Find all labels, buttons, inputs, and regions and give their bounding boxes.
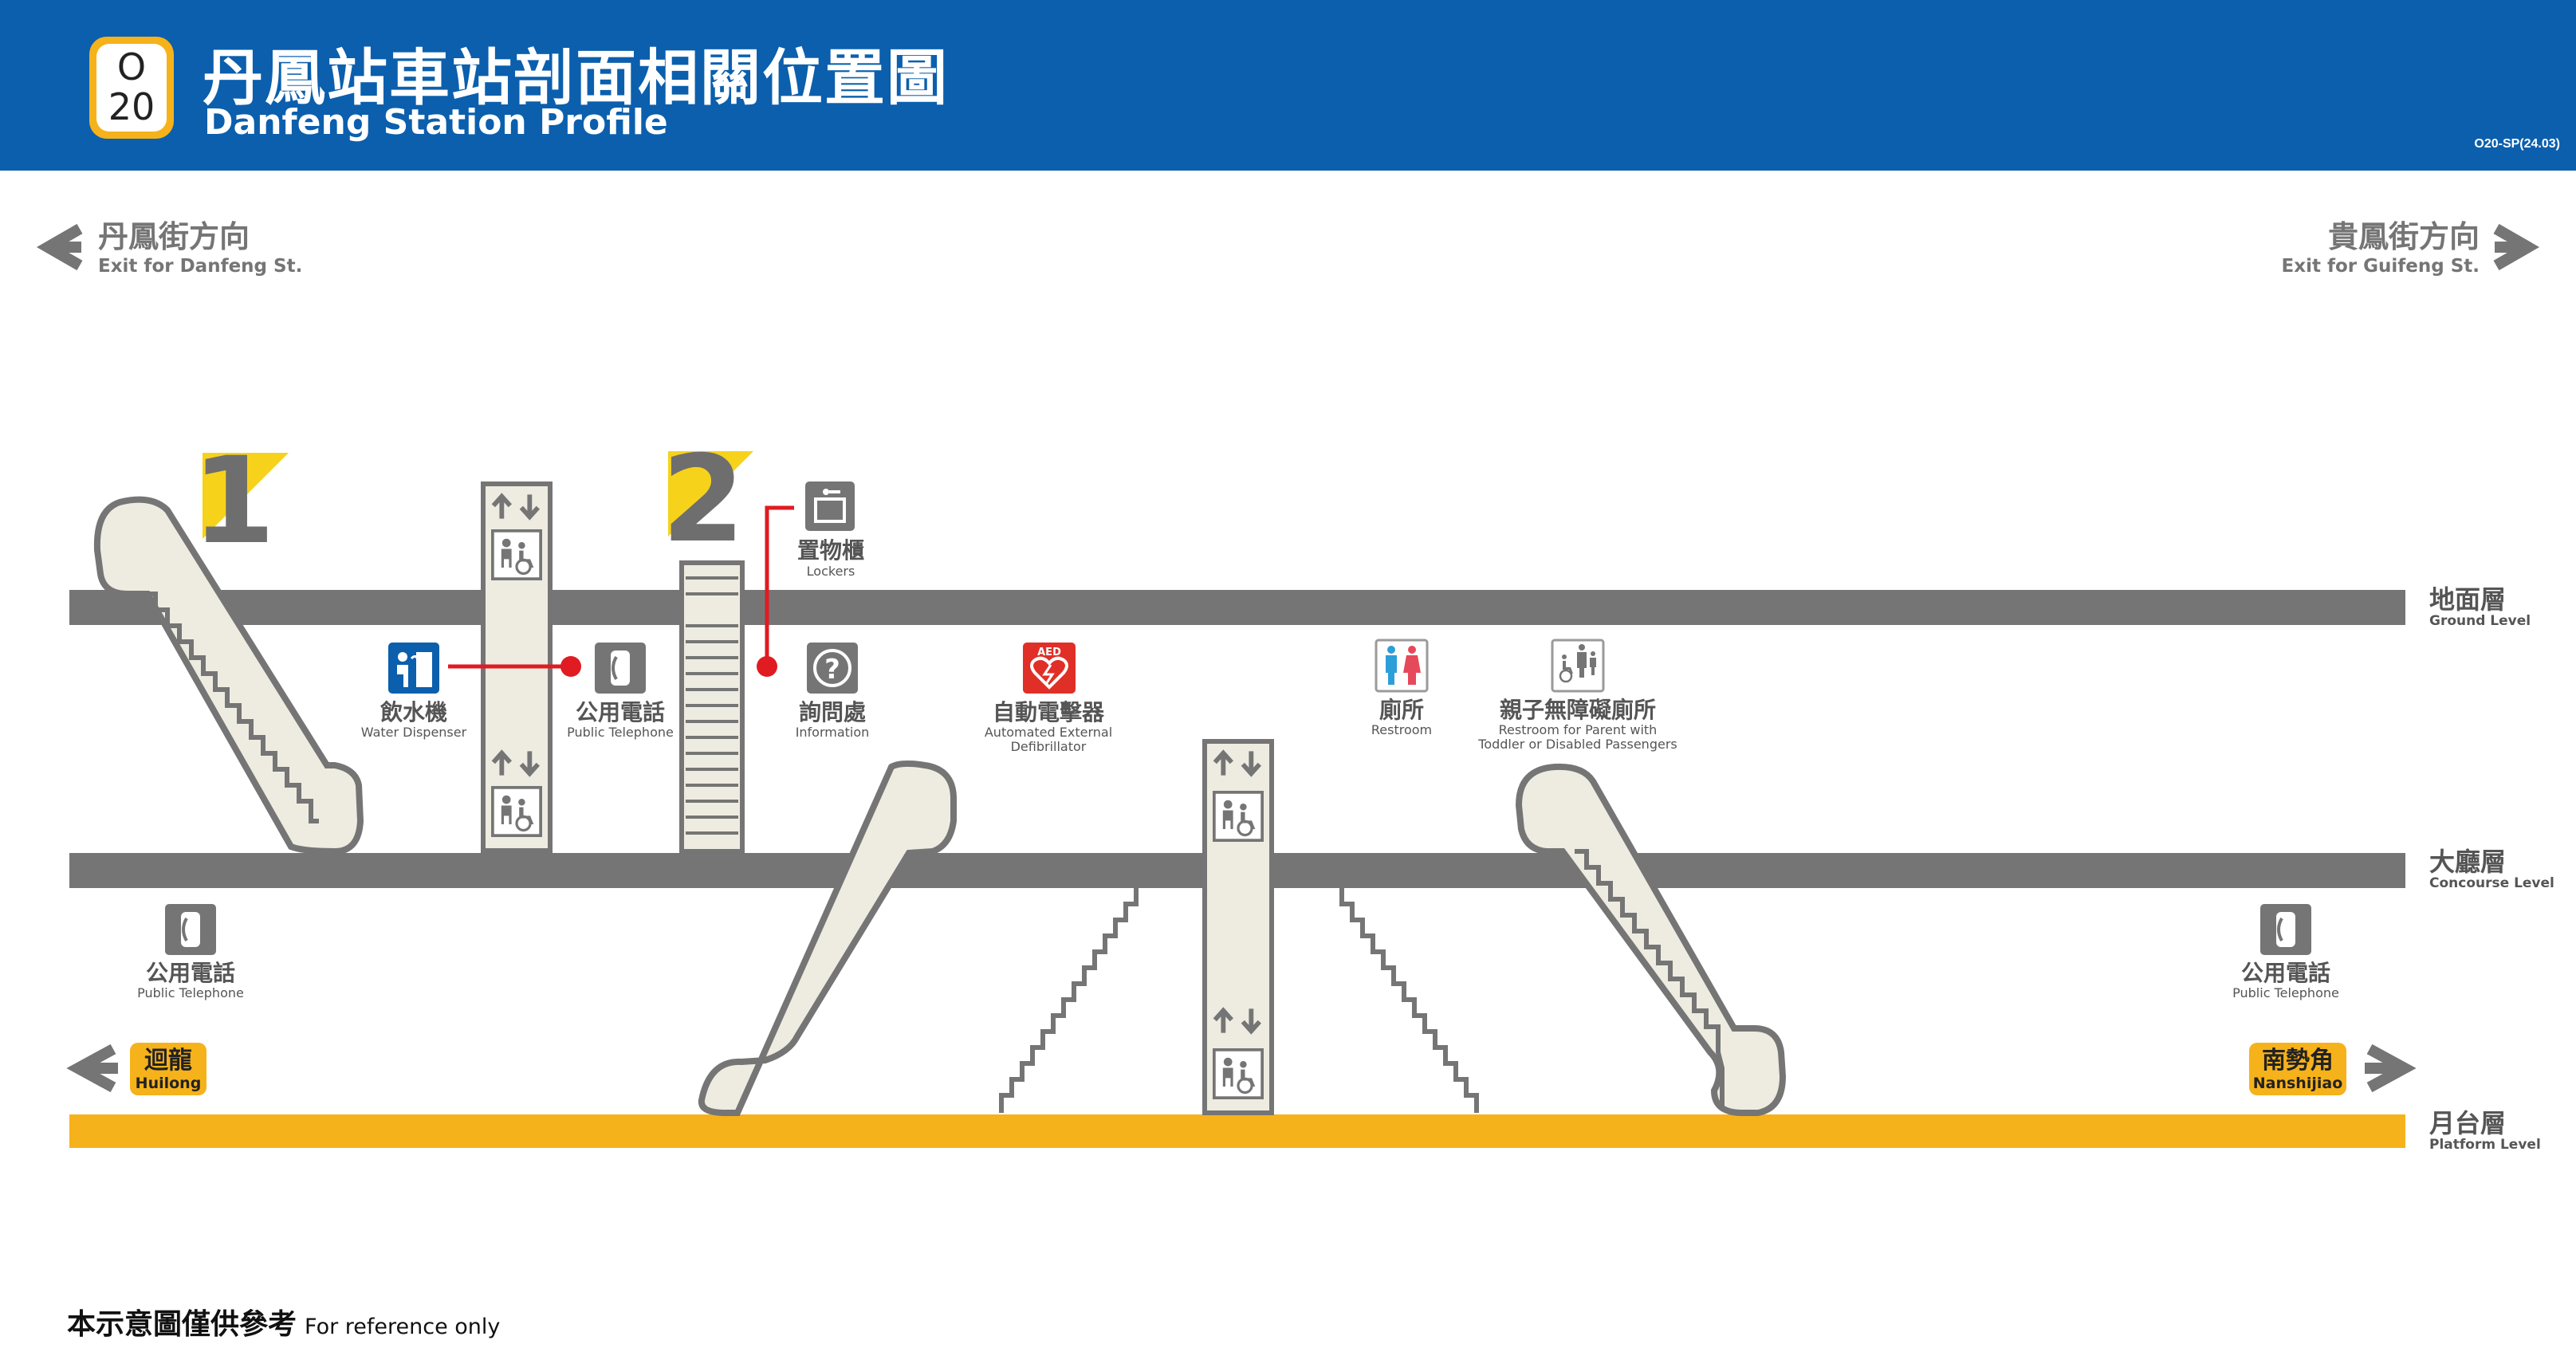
aed-label-en-2: Defibrillator — [1011, 739, 1087, 754]
aed-label-en-1: Automated External — [985, 725, 1112, 740]
phone-label-zh: 公用電話 — [576, 699, 665, 725]
info-label-zh: 詢問處 — [799, 699, 866, 725]
phone-left-label-zh: 公用電話 — [146, 960, 235, 986]
exit-left-en: Exit for Danfeng St. — [98, 256, 302, 277]
document-code: O20-SP(24.03) — [2474, 137, 2560, 151]
line-badge-letter: O — [116, 45, 147, 88]
lockers-location-dot — [757, 656, 777, 677]
information-icon: ? — [807, 643, 858, 694]
nanshijiao-arrow-icon — [2365, 1044, 2417, 1093]
stairs-concourse-platform-right — [1339, 888, 1479, 1113]
water-label-en: Water Dispenser — [361, 725, 467, 740]
nanshijiao-direction-badge — [2249, 1043, 2346, 1095]
exit-right-arrow-icon — [2493, 223, 2540, 271]
exit-right-zh: 貴鳳街方向 — [2328, 219, 2480, 254]
page-title-zh: 丹鳳站車站剖面相關位置圖 — [203, 42, 949, 113]
phone-label-en: Public Telephone — [567, 725, 674, 740]
phone-left-label-en: Public Telephone — [137, 985, 244, 1000]
platform-level-band — [69, 1114, 2405, 1148]
phone-right-label-zh: 公用電話 — [2241, 960, 2330, 986]
elevator-concourse-platform — [1202, 739, 1274, 1115]
exit-2-marker — [668, 451, 753, 537]
line-badge-code: O 20 — [96, 44, 167, 132]
escalator-concourse-platform-left — [698, 760, 957, 1116]
lockers-label-zh: 置物櫃 — [797, 537, 864, 564]
aed-badge-text: AED — [1037, 647, 1061, 658]
water-label-zh: 飲水機 — [380, 699, 447, 725]
family-restroom-icon — [1551, 639, 1605, 693]
nanshijiao-label-en: Nanshijiao — [2253, 1075, 2343, 1092]
exit-2-number: 2 — [662, 430, 745, 569]
huilong-arrow-icon — [66, 1044, 118, 1093]
lockers-icon — [805, 481, 855, 531]
concourse-level-label-zh: 大廳層 — [2429, 847, 2506, 877]
telephone-right-icon — [2260, 904, 2311, 955]
huilong-label-zh: 迴龍 — [144, 1047, 192, 1075]
family-restroom-label-en-1: Restroom for Parent with — [1499, 722, 1658, 737]
ground-level-label-zh: 地面層 — [2429, 584, 2506, 615]
reference-note: 本示意圖僅供參考 For reference only — [67, 1301, 500, 1342]
escalator-exit-1 — [93, 496, 364, 855]
huilong-label-en: Huilong — [136, 1075, 202, 1092]
platform-level-label-zh: 月台層 — [2429, 1108, 2506, 1138]
line-badge: O 20 — [89, 37, 174, 139]
line-badge-number: 20 — [108, 85, 155, 128]
family-restroom-label-zh: 親子無障礙廁所 — [1500, 697, 1656, 723]
platform-level-label-en: Platform Level — [2429, 1137, 2541, 1153]
header-banner: O 20 丹鳳站車站剖面相關位置圖 Danfeng Station Profil… — [0, 0, 2576, 171]
family-restroom-label-en-2: Toddler or Disabled Passengers — [1477, 737, 1677, 752]
exit-left-arrow-icon — [36, 223, 83, 271]
stairs-exit-2 — [679, 560, 745, 854]
lockers-leader-line — [765, 505, 794, 666]
exit-left-zh: 丹鳳街方向 — [98, 219, 250, 254]
reference-note-zh: 本示意圖僅供參考 — [67, 1308, 297, 1341]
water-dispenser-icon — [388, 643, 439, 694]
info-label-en: Information — [796, 725, 870, 740]
huilong-direction-badge — [130, 1043, 206, 1095]
nanshijiao-label-zh: 南勢角 — [2262, 1047, 2334, 1075]
exit-1-number: 1 — [192, 432, 275, 571]
page-title-en: Danfeng Station Profile — [204, 102, 668, 143]
telephone-left-icon — [165, 904, 216, 955]
concourse-level-label-en: Concourse Level — [2429, 875, 2554, 891]
restroom-label-zh: 廁所 — [1379, 697, 1424, 723]
stairs-concourse-platform-left — [999, 888, 1139, 1113]
ground-level-band — [69, 590, 2405, 625]
exit-right-en: Exit for Guifeng St. — [2282, 256, 2480, 277]
lockers-label-en: Lockers — [807, 564, 855, 579]
restroom-icon — [1375, 639, 1429, 693]
reference-note-en: For reference only — [305, 1315, 501, 1339]
escalator-concourse-platform-right — [1515, 763, 1787, 1116]
svg-text:?: ? — [824, 654, 840, 686]
aed-label-zh: 自動電擊器 — [993, 699, 1105, 725]
exit-1-marker — [203, 453, 289, 539]
restroom-label-en: Restroom — [1371, 722, 1432, 737]
phone-right-label-en: Public Telephone — [2232, 985, 2339, 1000]
aed-icon: AED — [1023, 643, 1076, 694]
ground-level-label-en: Ground Level — [2429, 613, 2531, 629]
telephone-icon — [595, 643, 646, 694]
water-location-dot — [560, 656, 581, 677]
